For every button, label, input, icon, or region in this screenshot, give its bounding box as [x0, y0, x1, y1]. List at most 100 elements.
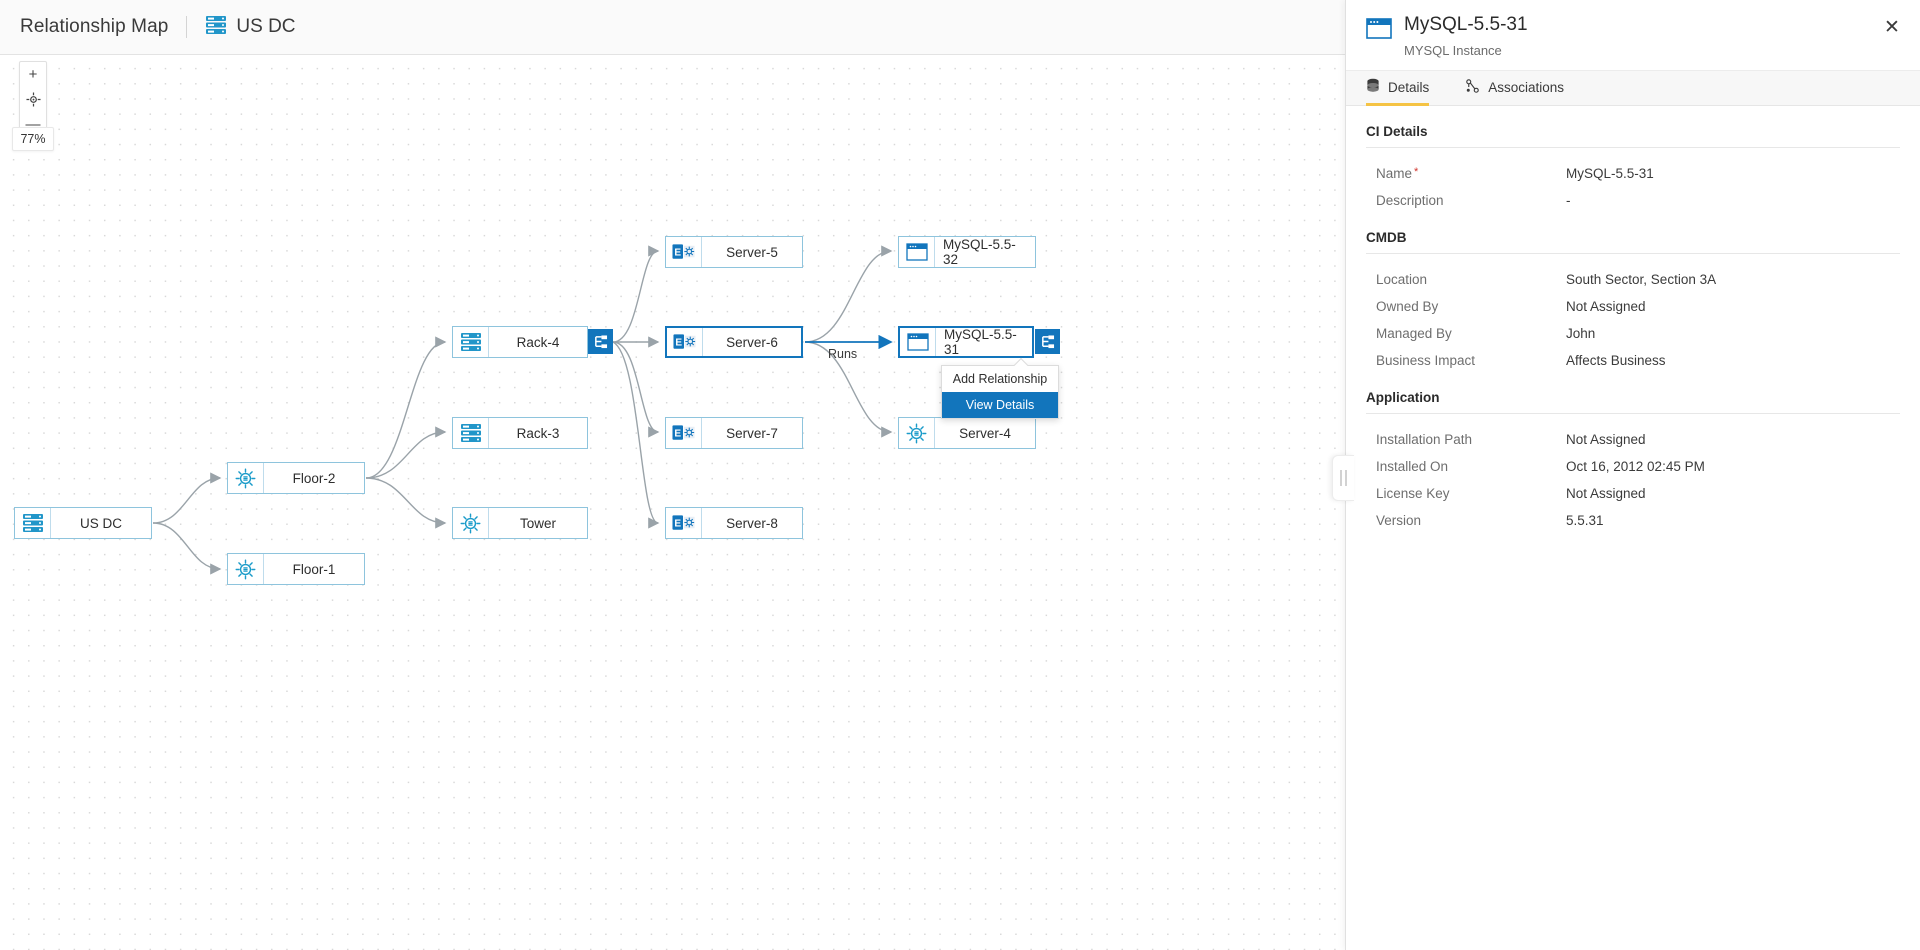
sun-burst-icon — [899, 418, 935, 448]
panel-resize-handle[interactable] — [1332, 455, 1354, 501]
field-key-label: Description — [1376, 192, 1444, 208]
graph-node-label: Server-8 — [726, 515, 778, 531]
required-marker: * — [1414, 165, 1419, 178]
section-title-cmdb: CMDB — [1366, 229, 1407, 245]
section-divider — [1366, 412, 1900, 414]
tab-associations[interactable]: Associations — [1465, 71, 1578, 105]
relations-icon — [1465, 78, 1480, 97]
graph-node-mysql-5-5-32[interactable]: MySQL-5.5-32 — [898, 236, 1036, 268]
graph-node-label: Rack-4 — [516, 334, 560, 350]
graph-canvas[interactable]: Runs + — 77% US — [0, 55, 1345, 950]
field-key-label: Managed By — [1376, 325, 1452, 341]
expand-node-rack-4-button[interactable] — [588, 329, 613, 354]
graph-node-server-8[interactable]: E Server-8 — [665, 507, 803, 539]
graph-node-mysql-5-5-31[interactable]: MySQL-5.5-31 — [898, 326, 1034, 358]
sun-burst-icon — [453, 508, 489, 538]
field-key-label: License Key — [1376, 485, 1450, 501]
field-value: John — [1566, 325, 1596, 341]
section-divider — [1366, 252, 1900, 254]
field-value: Not Assigned — [1566, 485, 1646, 501]
field-row-name: Name* MySQL-5.5-31 — [1366, 160, 1900, 187]
graph-node-server-7[interactable]: E Server-7 — [665, 417, 803, 449]
window-app-icon — [900, 328, 936, 356]
panel-body: CI Details Name* MySQL-5.5-31 Descriptio… — [1346, 106, 1920, 950]
graph-node-label: MySQL-5.5-31 — [944, 327, 1017, 357]
rack-server-icon — [453, 418, 489, 448]
field-key-label: Owned By — [1376, 298, 1439, 314]
field-value: Affects Business — [1566, 352, 1666, 368]
panel-title: MySQL-5.5-31 — [1404, 14, 1528, 35]
rack-server-icon — [15, 508, 51, 538]
exchange-server-icon: E — [666, 237, 702, 267]
graph-node-label: MySQL-5.5-32 — [943, 237, 1016, 267]
context-menu-item-add-relationship[interactable]: Add Relationship — [952, 372, 1048, 386]
field-value: South Sector, Section 3A — [1566, 271, 1717, 287]
graph-node-label: Tower — [519, 515, 556, 531]
zoom-in-button[interactable]: + — [28, 66, 38, 83]
graph-node-label: Floor-2 — [292, 470, 336, 486]
zoom-controls: + — — [19, 61, 47, 138]
field-row-license-key: License Key Not Assigned — [1366, 480, 1900, 507]
field-value: Not Assigned — [1566, 431, 1646, 447]
field-row-business-impact: Business Impact Affects Business — [1366, 347, 1900, 374]
graph-node-server-4[interactable]: Server-4 — [898, 417, 1036, 449]
svg-text:E: E — [674, 518, 681, 529]
sun-burst-icon — [228, 463, 264, 493]
graph-node-floor-1[interactable]: Floor-1 — [227, 553, 365, 585]
field-key-label: Name — [1376, 165, 1413, 181]
graph-node-rack-4[interactable]: Rack-4 — [452, 326, 588, 358]
field-row-installed-on: Installed On Oct 16, 2012 02:45 PM — [1366, 453, 1900, 480]
node-context-menu: Add Relationship View Details — [941, 357, 1059, 419]
panel-tabs: Details Associations — [1346, 69, 1920, 106]
graph-node-label: Server-5 — [726, 244, 778, 260]
field-key-label: Installation Path — [1376, 431, 1473, 447]
rack-server-icon — [453, 327, 489, 357]
panel-header: MySQL-5.5-31 MYSQL Instance ✕ — [1346, 0, 1920, 70]
breadcrumb-bar: Relationship Map US DC — [0, 0, 1345, 55]
window-app-icon — [1366, 18, 1392, 45]
graph-node-server-6[interactable]: E Server-6 — [665, 326, 803, 358]
breadcrumb-current[interactable]: US DC — [205, 15, 296, 40]
field-value: Not Assigned — [1566, 298, 1646, 314]
exchange-server-icon: E — [666, 508, 702, 538]
field-key-label: Version — [1376, 512, 1422, 528]
breadcrumb-root[interactable]: Relationship Map — [20, 16, 169, 37]
graph-node-tower[interactable]: Tower — [452, 507, 588, 539]
graph-node-label: Floor-1 — [292, 561, 336, 577]
tab-associations-label: Associations — [1488, 80, 1565, 96]
field-row-owned-by: Owned By Not Assigned — [1366, 293, 1900, 320]
recenter-button[interactable] — [20, 87, 46, 112]
field-row-version: Version 5.5.31 — [1366, 507, 1900, 534]
exchange-server-icon: E — [667, 328, 703, 356]
section-divider — [1366, 146, 1900, 148]
field-value: 5.5.31 — [1566, 512, 1604, 528]
graph-node-label: Server-6 — [726, 334, 778, 350]
tab-details[interactable]: Details — [1366, 71, 1443, 106]
edge-label-runs: Runs — [828, 347, 858, 361]
zoom-level-display: 77% — [12, 127, 54, 151]
graph-node-server-5[interactable]: E Server-5 — [665, 236, 803, 268]
breadcrumb-divider — [186, 16, 188, 38]
svg-text:E: E — [674, 428, 681, 439]
breadcrumb-current-label: US DC — [236, 16, 296, 37]
field-value: - — [1566, 192, 1571, 208]
ci-detail-panel: MySQL-5.5-31 MYSQL Instance ✕ Details — [1332, 0, 1920, 950]
field-row-managed-by: Managed By John — [1366, 320, 1900, 347]
field-row-installation-path: Installation Path Not Assigned — [1366, 426, 1900, 453]
crosshair-icon — [25, 92, 41, 107]
field-key-label: Installed On — [1376, 458, 1449, 474]
expand-node-mysql-5-5-31-button[interactable] — [1035, 329, 1060, 354]
field-key-label: Business Impact — [1376, 352, 1476, 368]
graph-edges — [152, 245, 893, 575]
rack-server-icon — [205, 15, 227, 40]
graph-node-us-dc[interactable]: US DC — [14, 507, 152, 539]
graph-node-rack-3[interactable]: Rack-3 — [452, 417, 588, 449]
exchange-server-icon: E — [666, 418, 702, 448]
field-row-location: Location South Sector, Section 3A — [1366, 266, 1900, 293]
context-menu-item-view-details[interactable]: View Details — [942, 392, 1058, 418]
graph-node-label: US DC — [79, 515, 122, 531]
close-icon[interactable]: ✕ — [1884, 16, 1900, 38]
graph-node-floor-2[interactable]: Floor-2 — [227, 462, 365, 494]
field-key: Name* — [1376, 166, 1566, 181]
